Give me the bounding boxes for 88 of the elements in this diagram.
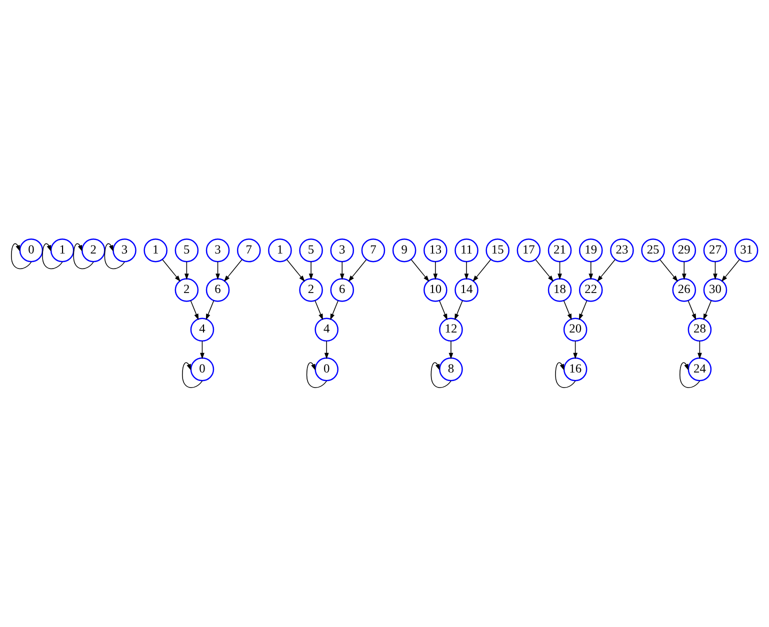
node-circle: 3 [330, 238, 354, 262]
node-circle: 0 [314, 357, 338, 382]
node-circle: 27 [703, 238, 728, 262]
arrow [206, 300, 214, 320]
arrow [348, 259, 367, 282]
arrow [464, 261, 469, 280]
arrow [433, 261, 438, 280]
arrow [682, 261, 686, 280]
node-circle: 10 [424, 278, 448, 302]
node-circle: 6 [330, 278, 354, 302]
arrow [698, 340, 702, 360]
node-circle: 29 [672, 238, 696, 262]
arrow [688, 300, 696, 320]
arrow [713, 261, 718, 280]
arrow [286, 259, 305, 282]
arrow [578, 300, 588, 320]
arrow [314, 300, 323, 320]
node-circle: 5 [299, 238, 323, 262]
node-circle: 14 [454, 278, 478, 302]
arrow [306, 362, 327, 388]
arrow [660, 259, 678, 282]
arrow [573, 340, 578, 360]
node-circle: 1 [144, 238, 168, 262]
arrow [11, 243, 32, 270]
arrow [104, 243, 125, 270]
arrow [430, 362, 452, 388]
arrow [73, 243, 94, 270]
node-circle: 20 [563, 318, 588, 342]
arrow [182, 362, 203, 388]
arrow [721, 259, 740, 282]
arrow [679, 362, 700, 388]
arrow [472, 259, 492, 282]
arrow [224, 259, 242, 282]
node-circle: 1 [50, 238, 74, 262]
node-circle: 21 [548, 238, 572, 262]
node-circle: 5 [174, 238, 199, 262]
arrow [703, 300, 712, 320]
node-circle: 23 [610, 238, 634, 262]
node-circle: 7 [361, 238, 386, 262]
arrow [340, 261, 344, 280]
node-circle: 2 [174, 278, 199, 302]
node-circle: 16 [563, 357, 588, 382]
node-circle: 2 [299, 278, 323, 302]
arrow [184, 261, 189, 280]
node-circle: 19 [578, 238, 603, 262]
arrow [190, 300, 199, 320]
node-circle: 25 [641, 238, 665, 262]
arrow [448, 340, 454, 360]
arrow [216, 261, 220, 280]
arrow [563, 300, 572, 320]
node-circle: 0 [190, 357, 214, 382]
node-circle: 11 [454, 238, 478, 262]
arrow [324, 340, 329, 360]
node-circle: 17 [516, 238, 541, 262]
node-circle: 24 [688, 357, 712, 382]
node-circle: 0 [19, 238, 44, 262]
arrow [439, 300, 448, 320]
arrow [330, 300, 339, 320]
node-circle: 28 [688, 318, 712, 342]
arrow [597, 259, 616, 282]
arrow [588, 261, 594, 280]
arrow [42, 243, 63, 270]
node-circle: 6 [206, 278, 230, 302]
arrow [162, 259, 181, 282]
node-circle: 22 [578, 278, 603, 302]
node-circle: 12 [439, 318, 463, 342]
node-circle: 3 [112, 238, 136, 262]
node-circle: 4 [190, 318, 214, 342]
node-circle: 8 [439, 357, 463, 382]
arrow [200, 340, 204, 360]
arrow [555, 362, 576, 388]
node-circle: 3 [206, 238, 230, 262]
arrow [454, 300, 463, 320]
node-circle: 4 [314, 318, 338, 342]
node-circle: 9 [392, 238, 416, 262]
node-circle: 30 [703, 278, 728, 302]
node-circle: 15 [486, 238, 510, 262]
arrow [535, 259, 554, 282]
node-circle: 13 [424, 238, 448, 262]
node-circle: 2 [82, 238, 106, 262]
node-circle: 26 [672, 278, 696, 302]
node-circle: 31 [734, 238, 758, 262]
arrow [558, 261, 562, 280]
arrow [410, 259, 430, 282]
node-circle: 1 [268, 238, 292, 262]
node-circle: 7 [236, 238, 261, 262]
node-circle: 18 [548, 278, 572, 302]
arrow [308, 261, 314, 280]
